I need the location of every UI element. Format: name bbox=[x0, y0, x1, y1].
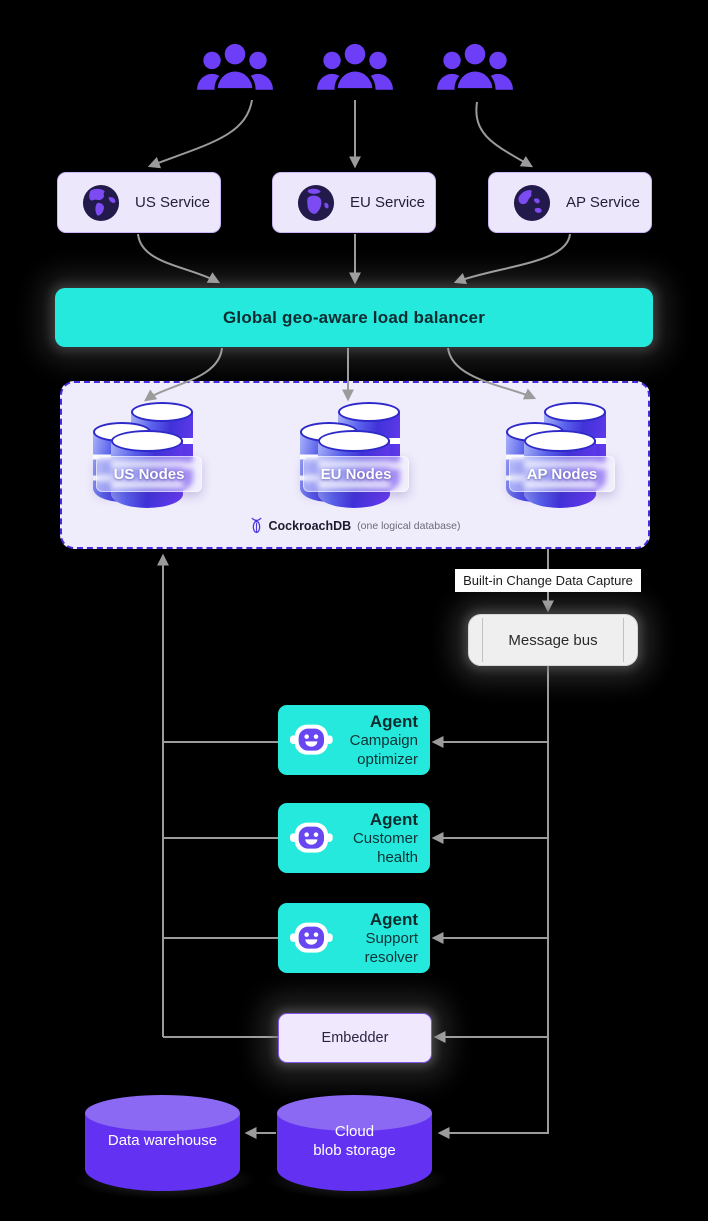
agent-title: Agent bbox=[369, 809, 418, 829]
load-balancer-label: Global geo-aware load balancer bbox=[222, 307, 486, 327]
embedder-box: Embedder bbox=[278, 1013, 432, 1063]
ap-nodes-label-pill: AP Nodes bbox=[509, 456, 615, 492]
ap-service-box: AP Service bbox=[488, 172, 652, 233]
eu-nodes-cluster bbox=[290, 398, 420, 510]
agent-subtitle: Support resolver bbox=[364, 929, 418, 966]
message-bus: Message bus bbox=[468, 614, 638, 666]
arrow-us-users-to-us-service bbox=[147, 99, 253, 169]
agent-support-resolver: Agent Support resolver bbox=[278, 903, 430, 973]
ap-users-group bbox=[437, 38, 513, 94]
arrow-ap-users-to-ap-service bbox=[475, 101, 534, 168]
cockroachdb-brand: CockroachDB bbox=[268, 518, 352, 533]
robot-icon bbox=[290, 724, 333, 755]
robot-icon bbox=[290, 822, 333, 853]
us-service-box: US Service bbox=[57, 172, 221, 233]
users-group-icon bbox=[197, 40, 273, 92]
cockroachdb-note: (one logical database) bbox=[357, 519, 461, 532]
load-balancer: Global geo-aware load balancer bbox=[55, 288, 653, 347]
us-users-group bbox=[197, 38, 273, 94]
arrow-ap-service-to-lb bbox=[453, 233, 571, 285]
ap-nodes-cluster bbox=[496, 398, 626, 510]
service-label: EU Service bbox=[350, 194, 426, 211]
eu-nodes-label-pill: EU Nodes bbox=[303, 456, 409, 492]
globe-americas-icon bbox=[82, 184, 120, 221]
cluster-label: EU Nodes bbox=[320, 465, 392, 483]
cdc-label-box: Built-in Change Data Capture bbox=[455, 569, 641, 592]
cluster-label: US Nodes bbox=[113, 465, 185, 483]
cluster-label: AP Nodes bbox=[526, 465, 598, 483]
users-group-icon bbox=[317, 40, 393, 92]
agent-title: Agent bbox=[369, 909, 418, 929]
message-bus-label: Message bus bbox=[508, 631, 598, 649]
us-nodes-label-pill: US Nodes bbox=[96, 456, 202, 492]
agent-subtitle: Customer health bbox=[352, 829, 418, 866]
arrow-us-service-to-lb bbox=[137, 233, 221, 284]
cdc-label: Built-in Change Data Capture bbox=[463, 573, 633, 588]
cloud-blob-storage-label: Cloud blob storage bbox=[313, 1123, 396, 1159]
agent-subtitle: Campaign optimizer bbox=[349, 731, 418, 768]
agent-campaign-optimizer: Agent Campaign optimizer bbox=[278, 705, 430, 775]
robot-icon bbox=[290, 922, 333, 953]
agent-customer-health: Agent Customer health bbox=[278, 803, 430, 873]
eu-users-group bbox=[317, 38, 393, 94]
data-warehouse-label: Data warehouse bbox=[107, 1132, 218, 1149]
cockroachdb-caption: CockroachDB (one logical database) bbox=[60, 517, 650, 534]
eu-service-box: EU Service bbox=[272, 172, 436, 233]
globe-europe-africa-icon bbox=[297, 184, 335, 221]
service-label: AP Service bbox=[566, 194, 640, 211]
us-nodes-cluster bbox=[83, 398, 213, 510]
line-message-bus-trunk bbox=[437, 666, 549, 1139]
cloud-blob-storage-cylinder: Cloud blob storage bbox=[277, 1095, 432, 1195]
cylinder-top bbox=[277, 1095, 432, 1131]
data-warehouse-cylinder: Data warehouse bbox=[85, 1095, 240, 1195]
cockroachdb-icon bbox=[250, 517, 262, 534]
globe-asia-pacific-icon bbox=[513, 184, 551, 221]
embedder-label: Embedder bbox=[321, 1030, 389, 1046]
service-label: US Service bbox=[135, 194, 211, 211]
cylinder-top bbox=[85, 1095, 240, 1131]
users-group-icon bbox=[437, 40, 513, 92]
agent-title: Agent bbox=[369, 711, 418, 731]
